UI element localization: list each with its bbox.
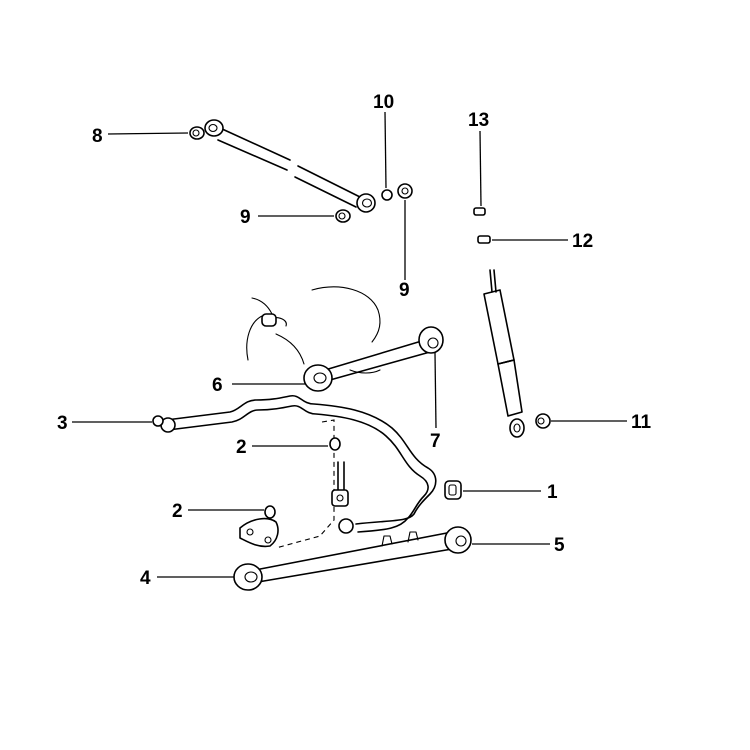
stabilizer-link: [275, 419, 349, 549]
callout-2-upper: 2: [236, 437, 247, 458]
lower-control-arm: [233, 526, 472, 591]
stabilizer-bracket: [239, 505, 279, 548]
bushing-9-right: [397, 183, 413, 199]
callout-3: 3: [57, 413, 68, 434]
bushing-9-left: [335, 209, 351, 223]
bushing-1: [444, 480, 462, 500]
callout-4: 4: [140, 568, 151, 589]
axle-housing-outline: [246, 286, 381, 374]
callout-10: 10: [373, 92, 394, 113]
bushing-8: [189, 126, 205, 140]
callout-9-right: 9: [399, 280, 410, 301]
callout-12: 12: [572, 231, 593, 252]
callout-7: 7: [430, 431, 441, 452]
upper-lateral-rod: [204, 119, 376, 213]
callout-1: 1: [547, 482, 558, 503]
bushing-10: [381, 189, 393, 201]
callout-11: 11: [631, 412, 652, 433]
leader-lines: [72, 111, 627, 578]
callouts: 8 10 9 9 9 13 12 6 6 7 8 3 2 11 1 2 5 4: [57, 92, 652, 589]
shock-absorber: [473, 207, 525, 438]
callout-2-lower: 2: [172, 501, 183, 522]
callout-5: 5: [554, 535, 565, 556]
upper-control-arm: [303, 326, 444, 392]
callout-9-left: 9: [240, 207, 251, 228]
callout-13: 13: [468, 110, 489, 131]
callout-8: 8: [92, 126, 103, 147]
callout-6: 6: [212, 375, 223, 396]
stabilizer-bar: [152, 394, 437, 534]
bushing-11: [535, 413, 551, 429]
